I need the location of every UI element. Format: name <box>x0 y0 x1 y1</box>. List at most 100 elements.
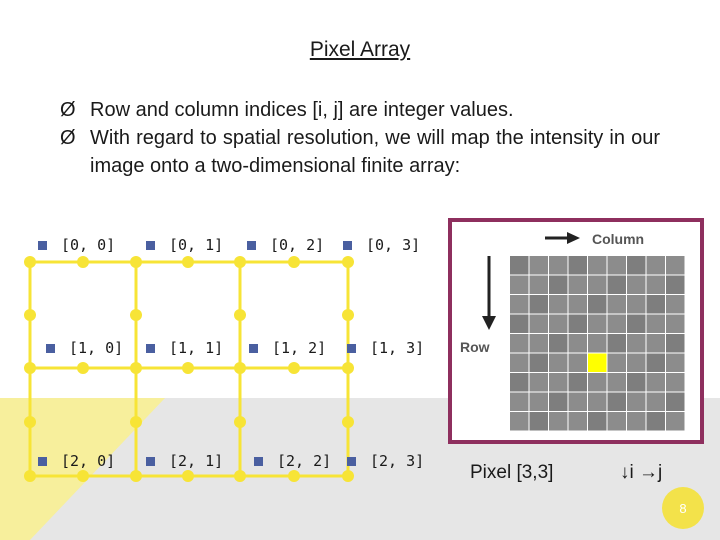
mini-grid-cell <box>647 334 666 353</box>
grid-cell-label: [1, 0] <box>69 339 123 357</box>
mini-grid-cell <box>666 276 685 295</box>
grid-cell-2-2: [2, 2] <box>254 452 331 470</box>
mini-grid-cell <box>608 315 627 334</box>
mini-grid-cell <box>588 256 607 275</box>
mini-grid-cell <box>510 295 529 314</box>
square-bullet-icon <box>38 457 47 466</box>
row-label: Row <box>460 339 490 355</box>
mini-grid-cell <box>608 256 627 275</box>
mini-grid-cell <box>510 373 529 392</box>
row-arrow-icon <box>482 316 496 330</box>
mini-grid-cell <box>627 276 646 295</box>
mini-grid-cell <box>666 412 685 431</box>
mini-grid-cell <box>549 393 568 412</box>
square-bullet-icon <box>343 241 352 250</box>
grid-cell-1-1: [1, 1] <box>146 339 223 357</box>
mini-grid-cell <box>647 295 666 314</box>
mini-grid-cell <box>510 315 529 334</box>
grid-cell-2-1: [2, 1] <box>146 452 223 470</box>
mini-grid-cell <box>530 393 549 412</box>
mini-grid-cell <box>530 315 549 334</box>
mini-grid-cell <box>608 354 627 373</box>
mini-grid-cell <box>647 276 666 295</box>
mini-grid-cell <box>627 315 646 334</box>
mini-grid-cell <box>569 256 588 275</box>
grid-cell-label: [1, 3] <box>370 339 424 357</box>
grid-cell-label: [2, 1] <box>169 452 223 470</box>
column-arrow-icon <box>567 232 580 244</box>
mini-grid-cell <box>627 334 646 353</box>
square-bullet-icon <box>46 344 55 353</box>
grid-cell-label: [0, 3] <box>366 236 420 254</box>
mini-grid-cell <box>666 256 685 275</box>
mini-grid-cell <box>549 315 568 334</box>
mini-grid-cell <box>647 393 666 412</box>
square-bullet-icon <box>347 344 356 353</box>
grid-cell-1-0: [1, 0] <box>46 339 123 357</box>
mini-grid-cell <box>530 334 549 353</box>
mini-grid-cell <box>666 354 685 373</box>
grid-cell-label: [0, 1] <box>169 236 223 254</box>
square-bullet-icon <box>347 457 356 466</box>
mini-grid-cell <box>627 393 646 412</box>
mini-grid-cell <box>549 354 568 373</box>
mini-grid-cell <box>530 256 549 275</box>
mini-grid-cell <box>569 315 588 334</box>
mini-grid-cell <box>510 276 529 295</box>
figure-caption: Pixel [3,3] <box>470 462 553 484</box>
index-directions: ↓i →j <box>620 462 662 484</box>
mini-grid-cell <box>666 373 685 392</box>
grid-cell-1-3: [1, 3] <box>347 339 424 357</box>
grid-cell-label: [0, 0] <box>61 236 115 254</box>
square-bullet-icon <box>146 344 155 353</box>
mini-grid-cell <box>608 412 627 431</box>
mini-grid-cell <box>608 334 627 353</box>
square-bullet-icon <box>146 241 155 250</box>
mini-grid-cell <box>569 334 588 353</box>
mini-grid-cell <box>588 315 607 334</box>
mini-grid-cell <box>569 354 588 373</box>
grid-cell-0-0: [0, 0] <box>38 236 115 254</box>
mini-grid-cell <box>588 354 607 373</box>
grid-cell-label: [0, 2] <box>270 236 324 254</box>
mini-grid-cell <box>588 334 607 353</box>
grid-cell-1-2: [1, 2] <box>249 339 326 357</box>
square-bullet-icon <box>146 457 155 466</box>
grid-cell-label: [2, 3] <box>370 452 424 470</box>
grid-cell-0-2: [0, 2] <box>247 236 324 254</box>
square-bullet-icon <box>247 241 256 250</box>
mini-grid-cell <box>530 295 549 314</box>
grid-cell-label: [1, 1] <box>169 339 223 357</box>
mini-grid-cell <box>549 373 568 392</box>
mini-grid-cell <box>510 412 529 431</box>
mini-grid-cell <box>569 393 588 412</box>
mini-grid-cell <box>588 412 607 431</box>
mini-grid-cell <box>530 354 549 373</box>
mini-grid-cell <box>549 276 568 295</box>
grid-cell-label: [1, 2] <box>272 339 326 357</box>
mini-grid-cell <box>627 412 646 431</box>
mini-grid-cell <box>530 373 549 392</box>
square-bullet-icon <box>249 344 258 353</box>
mini-grid-cell <box>569 373 588 392</box>
mini-grid-cell <box>627 256 646 275</box>
mini-grid-cell <box>569 295 588 314</box>
mini-grid-cell <box>647 354 666 373</box>
mini-grid-cell <box>530 276 549 295</box>
mini-grid-cell <box>510 393 529 412</box>
mini-grid-cell <box>666 393 685 412</box>
grid-cell-0-3: [0, 3] <box>343 236 420 254</box>
mini-grid-cell <box>588 373 607 392</box>
grid-cell-2-3: [2, 3] <box>347 452 424 470</box>
mini-grid-cell <box>569 412 588 431</box>
mini-grid-cell <box>608 373 627 392</box>
mini-grid-cell <box>647 256 666 275</box>
mini-grid-cell <box>647 315 666 334</box>
mini-grid-cell <box>569 276 588 295</box>
mini-grid-cell <box>549 334 568 353</box>
mini-grid-cell <box>627 354 646 373</box>
mini-grid-cell <box>510 256 529 275</box>
mini-grid-cell <box>549 412 568 431</box>
mini-grid-cell <box>510 334 529 353</box>
mini-grid-cell <box>666 315 685 334</box>
